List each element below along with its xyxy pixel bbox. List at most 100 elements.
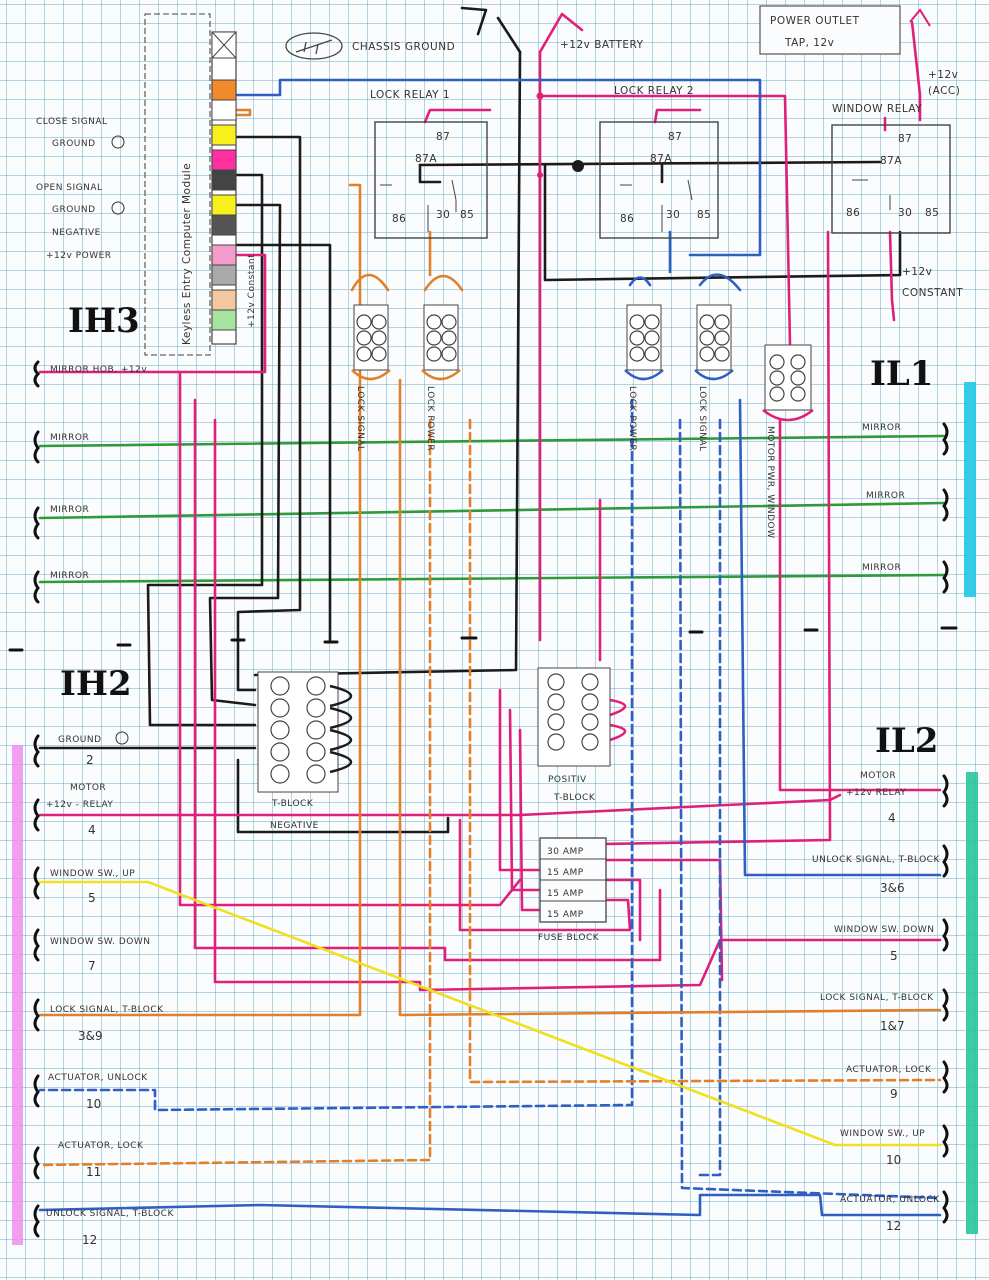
- relay-2-87: 87: [668, 131, 682, 143]
- section-il2: IL2: [875, 721, 938, 761]
- fuse-1: 30 AMP: [547, 847, 584, 857]
- left-mirror-2: MIRROR: [50, 505, 89, 515]
- connector-bar-ih2: [12, 745, 23, 1245]
- left-lock-sig-num: 3&9: [78, 1029, 103, 1043]
- right-motor-1: MOTOR: [860, 771, 896, 781]
- relay-3-87: 87: [898, 133, 912, 145]
- left-act-lock: ACTUATOR, LOCK: [58, 1141, 144, 1151]
- keyless-entry-module: Keyless Entry Computer Module +12v Const…: [144, 13, 257, 356]
- left-mirror-1: MIRROR: [50, 433, 89, 443]
- relay-2-87a: 87A: [650, 153, 672, 165]
- left-act-unlock-num: 10: [86, 1097, 101, 1111]
- left-win-down: WINDOW SW. DOWN: [50, 937, 151, 947]
- right-act-lock-num: 9: [890, 1087, 898, 1101]
- left-win-up: WINDOW SW., UP: [50, 869, 135, 879]
- acc-label-1: +12v: [928, 69, 958, 81]
- connector-motor-window: MOTOR PWR, WINDOW: [762, 344, 814, 539]
- positive-t-block: POSITIV T-BLOCK: [537, 667, 611, 803]
- power-outlet-line1: POWER OUTLET: [770, 15, 860, 27]
- relay-2-86: 86: [620, 213, 634, 225]
- left-unlock-sig-num: 12: [82, 1233, 97, 1247]
- label-ground-1: GROUND: [52, 139, 96, 149]
- right-mirror-1: MIRROR: [862, 423, 901, 433]
- lock-signal-2-label: LOCK SIGNAL: [697, 386, 707, 452]
- right-act-unlock: ACTUATOR, UNLOCK: [840, 1195, 940, 1205]
- ground-symbol-icon: [111, 135, 125, 149]
- left-win-up-num: 5: [88, 891, 96, 905]
- chassis-ground-icon: [285, 32, 343, 60]
- right-motor-2: +12v RELAY: [846, 788, 906, 798]
- left-act-lock-num: 11: [86, 1165, 101, 1179]
- right-win-down-num: 5: [890, 949, 898, 963]
- module-title: Keyless Entry Computer Module: [181, 163, 193, 345]
- fuse-block-label: FUSE BLOCK: [538, 933, 600, 943]
- right-lock-sig: LOCK SIGNAL, T-BLOCK: [820, 993, 934, 1003]
- lock-relay-2: LOCK RELAY 2 87 87A 86 30 85: [599, 85, 719, 239]
- relay-2-name: LOCK RELAY 2: [614, 85, 694, 97]
- left-motor-1: MOTOR: [70, 783, 106, 793]
- relay-2-85: 85: [697, 209, 711, 221]
- lock-signal-1-label: LOCK SIGNAL: [355, 386, 365, 452]
- left-lock-sig: LOCK SIGNAL, T-BLOCK: [50, 1005, 164, 1015]
- window-relay: WINDOW RELAY 87 87A 86 30 85: [831, 103, 951, 234]
- chassis-ground-label: CHASSIS GROUND: [352, 41, 455, 53]
- black-junction-dot: [572, 160, 584, 172]
- divider-ticks: [8, 626, 958, 652]
- black-wires: [38, 6, 902, 834]
- label-ground-2: GROUND: [52, 205, 96, 215]
- orange-wires: [38, 108, 942, 1167]
- relay-2-30: 30: [666, 209, 680, 221]
- connector-lock-signal-2: LOCK SIGNAL: [694, 304, 734, 452]
- relay-1-name: LOCK RELAY 1: [370, 89, 450, 101]
- right-mirror-3: MIRROR: [862, 563, 901, 573]
- relay-1-85: 85: [460, 209, 474, 221]
- relay-1-87: 87: [436, 131, 450, 143]
- left-mirror-3: MIRROR: [50, 571, 89, 581]
- fuse-2: 15 AMP: [547, 868, 584, 878]
- relay-1-30: 30: [436, 209, 450, 221]
- right-unlock-sig-num: 3&6: [880, 881, 905, 895]
- power-outlet-arrow-icon: [909, 8, 931, 27]
- section-il1: IL1: [870, 354, 933, 394]
- left-motor-2: +12v - RELAY: [46, 800, 113, 810]
- right-mirror-2: MIRROR: [866, 491, 905, 501]
- left-motor-num: 4: [88, 823, 96, 837]
- connector-lock-signal-1: LOCK SIGNAL: [351, 304, 391, 452]
- red-junction-dot-2: [537, 172, 543, 178]
- left-pin-braces: [33, 360, 41, 1238]
- relay-3-86: 86: [846, 207, 860, 219]
- relay-3-87a: 87A: [880, 155, 902, 167]
- right-act-unlock-num: 12: [886, 1219, 901, 1233]
- lock-relay-1: LOCK RELAY 1 87 87A 86 30 85: [370, 89, 488, 239]
- fuse-4: 15 AMP: [547, 910, 584, 920]
- relay-3-85: 85: [925, 207, 939, 219]
- connector-bar-il1: [964, 382, 976, 597]
- t-block-neg-label2: NEGATIVE: [270, 821, 319, 831]
- right-lock-sig-num: 1&7: [880, 1019, 905, 1033]
- constant-label-2: CONSTANT: [902, 287, 963, 299]
- label-open-signal: OPEN SIGNAL: [36, 183, 103, 193]
- left-ground-icon: [115, 731, 129, 745]
- label-close-signal: CLOSE SIGNAL: [36, 117, 108, 127]
- power-outlet-box: [759, 5, 901, 55]
- t-block-neg-label1: T-BLOCK: [271, 799, 314, 809]
- acc-label-2: (ACC): [928, 85, 960, 97]
- section-ih3: IH3: [68, 301, 140, 341]
- mirror-wires: [38, 434, 946, 584]
- left-act-unlock: ACTUATOR, UNLOCK: [48, 1073, 148, 1083]
- left-ground-num: 2: [86, 753, 94, 767]
- battery-label: +12v BATTERY: [560, 39, 644, 51]
- right-win-down: WINDOW SW. DOWN: [834, 925, 935, 935]
- ground-symbol-icon-2: [111, 201, 125, 215]
- yellow-window-up-wire: [38, 880, 942, 1147]
- right-win-up: WINDOW SW., UP: [840, 1129, 925, 1139]
- fuse-block: 30 AMP 15 AMP 15 AMP 15 AMP FUSE BLOCK: [538, 837, 607, 943]
- right-win-up-num: 10: [886, 1153, 901, 1167]
- t-block-pos-label2: T-BLOCK: [553, 793, 596, 803]
- power-outlet-line2: TAP, 12v: [784, 37, 834, 49]
- right-motor-num: 4: [888, 811, 896, 825]
- relay-3-name: WINDOW RELAY: [832, 103, 922, 115]
- right-pin-braces: [942, 422, 949, 1224]
